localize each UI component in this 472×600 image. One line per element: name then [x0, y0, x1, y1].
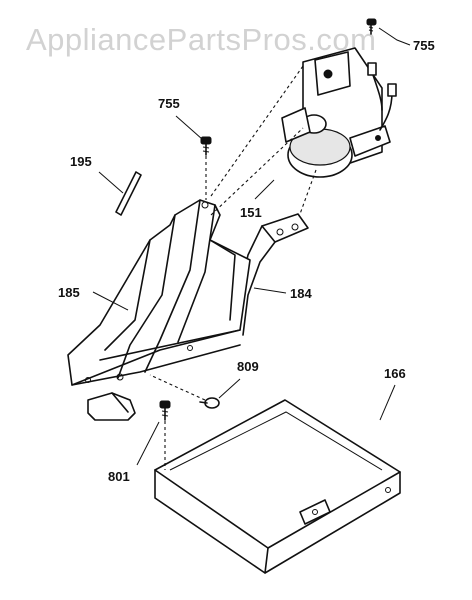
screw-755-mid — [200, 136, 212, 156]
callout-801: 801 — [108, 469, 130, 484]
fastener-809 — [199, 397, 220, 409]
callout-809: 809 — [237, 359, 259, 374]
screw-755-top — [366, 18, 377, 35]
tray-166 — [154, 399, 401, 574]
callout-755-top: 755 — [413, 38, 435, 53]
screw-801 — [159, 400, 171, 421]
housing-185 — [67, 199, 251, 421]
callout-755-mid: 755 — [158, 96, 180, 111]
callout-166: 166 — [384, 366, 406, 381]
callout-185: 185 — [58, 285, 80, 300]
callout-184: 184 — [290, 286, 312, 301]
leader-lines — [92, 27, 411, 466]
callout-195: 195 — [70, 154, 92, 169]
callout-151: 151 — [240, 205, 262, 220]
watermark: AppliancePartsPros.com — [26, 22, 377, 57]
rod-195 — [115, 171, 142, 216]
motor-151 — [281, 47, 397, 178]
assembly-lines — [149, 65, 317, 470]
